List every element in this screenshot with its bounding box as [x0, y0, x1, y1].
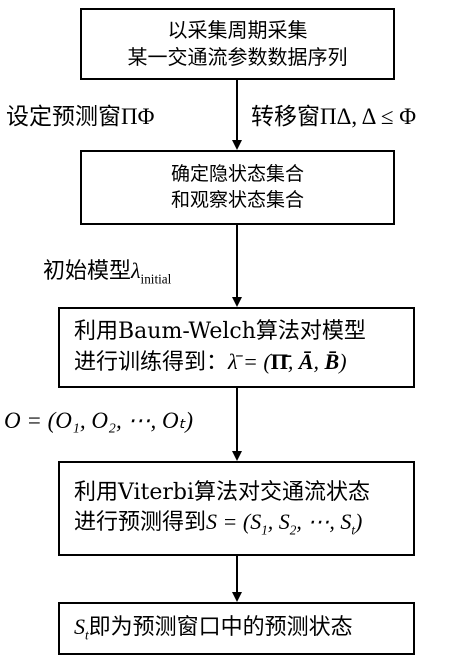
step-collect-data: 以采集周期采集 某一交通流参数数据序列: [80, 8, 395, 80]
step-2-line-2: 和观察状态集合: [170, 188, 304, 211]
step-3-line-2: 进行训练得到：λ̄ = (Π̄, Ā, B̄): [74, 349, 347, 375]
step-1-line-1: 以采集周期采集: [167, 18, 308, 42]
step-2-line-1: 确定隐状态集合: [170, 162, 304, 185]
step-3-line-1: 利用Baum-Welch算法对模型: [74, 319, 366, 345]
step-4-line-1: 利用Viterbi算法对交通流状态: [74, 479, 371, 505]
trained-model-formula: λ̄ = (Π̄, Ā, B̄): [228, 349, 347, 374]
observation-sequence-label: O = (O₁, O₂, ⋯, Oₜ): [4, 408, 194, 433]
set-window-label: 设定预测窗ΠΦ: [6, 104, 155, 130]
step-predicted-state: St即为预测窗口中的预测状态: [58, 602, 415, 655]
initial-model-label: 初始模型λinitial: [43, 258, 172, 287]
step-define-states: 确定隐状态集合 和观察状态集合: [80, 150, 395, 225]
step-5-line-1: St即为预测窗口中的预测状态: [74, 614, 353, 643]
step-viterbi-prediction: 利用Viterbi算法对交通流状态 进行预测得到S = (S1, S2, ⋯, …: [58, 461, 415, 556]
state-sequence-formula: S = (S1, S2, ⋯, St): [206, 509, 363, 538]
step-4-line-2: 进行预测得到S = (S1, S2, ⋯, St): [74, 509, 363, 538]
step-1-line-2: 某一交通流参数数据序列: [127, 45, 348, 69]
step-baum-welch-training: 利用Baum-Welch算法对模型 进行训练得到：λ̄ = (Π̄, Ā, B̄…: [58, 307, 415, 388]
shift-window-label: 转移窗ΠΔ, Δ ≤ Φ: [251, 104, 417, 130]
